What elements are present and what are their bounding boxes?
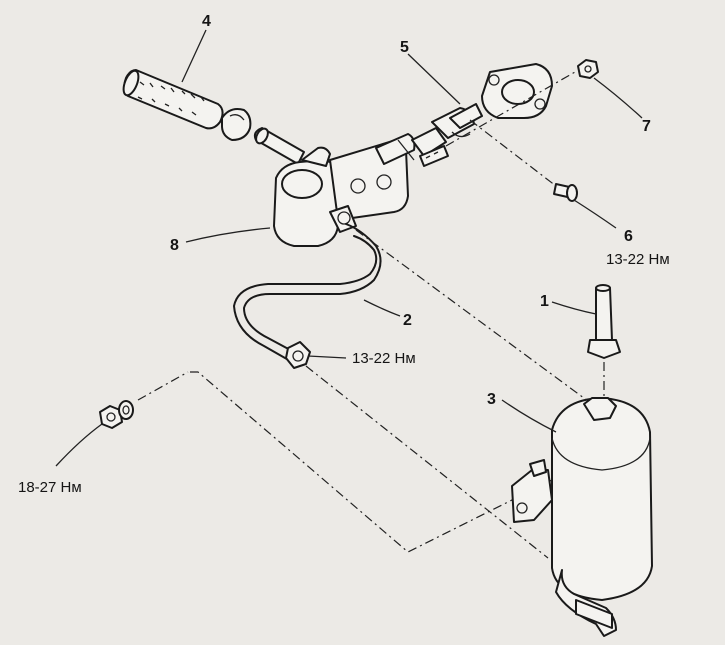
bolt-6 [553, 183, 578, 202]
torque-label-part6: 13-22 Нм [606, 251, 670, 268]
callout-1: 1 [540, 293, 549, 310]
callout-8: 8 [170, 237, 179, 254]
leader-2 [363, 299, 401, 317]
pushrod-fork [431, 103, 483, 139]
gasket-plate [481, 63, 553, 119]
inlet-nozzle [253, 127, 305, 165]
pipe-nut-lower [285, 341, 311, 369]
torque-label-pipe-nut: 13-22 Нм [352, 350, 416, 367]
callout-4: 4 [202, 13, 211, 30]
reservoir-3 [511, 397, 653, 637]
callout-6: 6 [624, 228, 633, 245]
hose-clamp [221, 108, 252, 141]
slave-cylinder [273, 127, 449, 247]
callout-3: 3 [487, 391, 496, 408]
leader-8 [185, 227, 271, 243]
pipe-2 [233, 223, 382, 363]
mount-nut-washer [99, 400, 134, 429]
hose-part [122, 69, 224, 130]
torque-label-mount-nut: 18-27 Нм [18, 479, 82, 496]
hose-1 [587, 284, 621, 396]
leader-pipe-torque [307, 355, 347, 359]
leader-mount-torque [55, 423, 103, 467]
callout-5: 5 [400, 39, 409, 56]
callout-7: 7 [642, 118, 651, 135]
leader-4 [181, 29, 207, 83]
leader-7 [593, 77, 643, 119]
nut-7 [577, 59, 599, 79]
leader-6 [573, 199, 617, 229]
callout-2: 2 [403, 312, 412, 329]
leader-3 [501, 399, 557, 433]
leader-5 [407, 53, 461, 105]
leader-1 [551, 301, 597, 315]
